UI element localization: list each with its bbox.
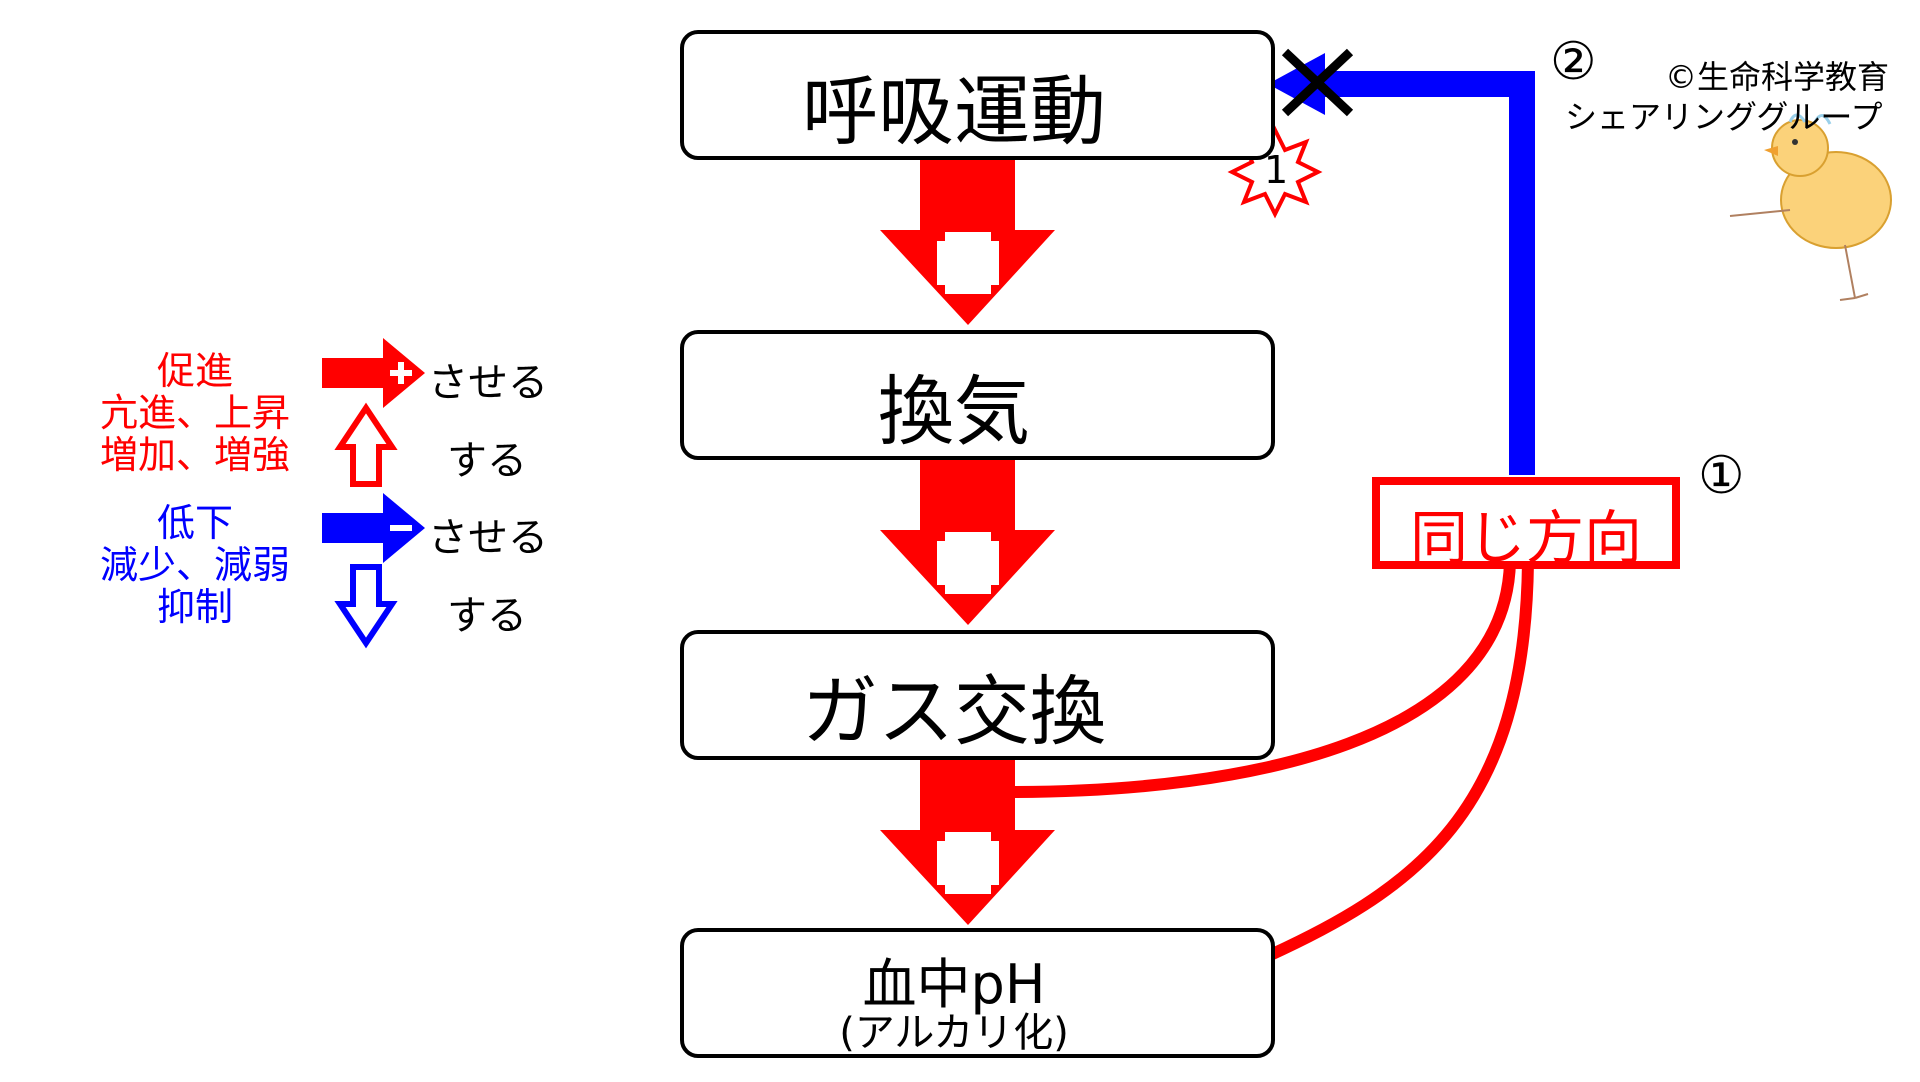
node-respiration-title: 呼吸運動 (802, 67, 1106, 156)
node-ventilation-title: 換気 (878, 367, 1030, 456)
legend-inhibit-make: させる (428, 515, 548, 561)
node-gas-exchange: ガス交換 (680, 630, 1275, 760)
legend-promote-do: する (447, 438, 527, 484)
legend-inhibit-arrow (322, 493, 425, 563)
legend-promote-make: させる (428, 360, 548, 406)
chick-doodle (1729, 113, 1892, 301)
feedback-red-curve-upper (1009, 561, 1516, 798)
plus-arrow-2 (880, 458, 1055, 625)
node-respiration: 呼吸運動 (680, 30, 1275, 160)
legend-promote-arrow (322, 338, 425, 408)
credit-line1: ©生命科学教育 (1665, 58, 1890, 96)
node-ventilation: 換気 (680, 330, 1275, 460)
legend-decrease-line3: 抑制 (156, 585, 233, 629)
legend-down-arrow-icon (334, 564, 398, 649)
legend-up-arrow-icon (334, 402, 398, 487)
legend-decrease-line1: 低下 (156, 501, 233, 545)
node-blood-ph-subtitle: (アルカリ化) (839, 1010, 1069, 1056)
burst-label: 1 (1264, 148, 1289, 192)
node-blood-ph-title: 血中pH (862, 953, 1046, 1016)
feedback-blue-arrowhead (1268, 53, 1325, 115)
node-blood-ph: 血中pH (アルカリ化) (680, 928, 1275, 1058)
legend-decrease-line2: 減少、減弱 (99, 543, 290, 587)
plus-arrow-1 (880, 158, 1055, 325)
legend-promote-line3: 増加、増強 (99, 433, 290, 477)
plus-arrow-3 (880, 758, 1055, 925)
credit-line2: シェアリンググループ (1565, 98, 1883, 136)
legend-promote-line2: 亢進、上昇 (99, 391, 290, 435)
same-direction-box: 同じ方向 (1372, 477, 1680, 572)
feedback-red-curve-lower (1245, 561, 1534, 971)
legend-inhibit-do: する (447, 593, 527, 639)
feedback-blue-line (1318, 71, 1535, 475)
blocked-x-icon (1281, 48, 1354, 117)
node-gas-exchange-title: ガス交換 (802, 667, 1106, 756)
legend-promote-line1: 促進 (156, 349, 233, 393)
marker-1: ① (1698, 446, 1745, 506)
same-direction-label: 同じ方向 (1409, 504, 1642, 572)
marker-2: ② (1550, 32, 1597, 92)
